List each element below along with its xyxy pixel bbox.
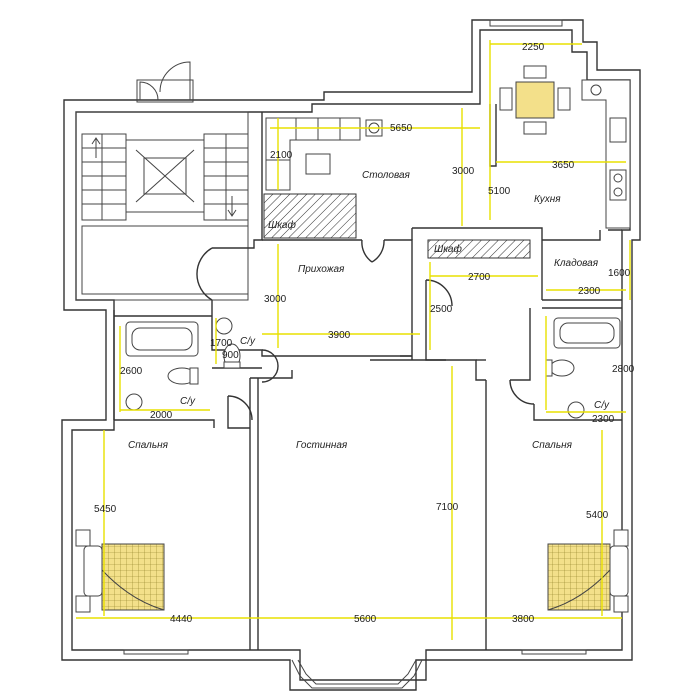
dimension-lines	[76, 40, 631, 640]
dining-sofa	[265, 117, 383, 191]
room-label-living: Гостинная	[296, 440, 348, 451]
entrance-door	[136, 61, 194, 103]
dimension-labels: 2250 5650 2100 3000 3650 5100 2700 1600 …	[94, 42, 635, 625]
room-label-wardrobe-left: Шкаф	[268, 219, 296, 231]
bathroom-right	[545, 317, 621, 419]
wardrobe-right	[427, 239, 531, 259]
room-label-dining: Столовая	[362, 170, 411, 181]
dim-2600: 2600	[120, 366, 143, 377]
dim-1600: 1600	[608, 268, 631, 279]
stair-elevator	[75, 111, 249, 301]
dim-3000-top: 3000	[452, 166, 475, 177]
kitchen-table	[499, 65, 571, 135]
bathroom-center	[215, 317, 241, 369]
dim-900: 900	[222, 350, 239, 361]
kitchen-counter	[581, 79, 631, 229]
room-label-bedroom-left: Спальня	[128, 440, 169, 451]
bed-right	[547, 529, 629, 613]
dim-2800: 2800	[612, 364, 635, 375]
dim-2500: 2500	[430, 304, 453, 315]
bay-window	[123, 19, 587, 689]
dim-5400: 5400	[586, 510, 609, 521]
bathroom-left	[125, 321, 199, 411]
dim-5100: 5100	[488, 186, 511, 197]
dim-3800: 3800	[512, 614, 535, 625]
dim-2100: 2100	[270, 150, 293, 161]
dim-2300-pantry: 2300	[578, 286, 601, 297]
room-label-wc-left: С/у	[180, 396, 196, 407]
room-label-wardrobe-right: Шкаф	[434, 243, 462, 255]
dim-7100: 7100	[436, 502, 459, 513]
room-label-wc-right: С/у	[594, 400, 610, 411]
room-label-pantry: Кладовая	[554, 258, 599, 269]
dim-4440: 4440	[170, 614, 193, 625]
room-labels: Столовая Кухня Прихожая Кладовая Гостинн…	[128, 170, 610, 451]
dim-3650: 3650	[552, 160, 575, 171]
dim-2700: 2700	[468, 272, 491, 283]
dim-5450: 5450	[94, 504, 117, 515]
dim-3000-hall: 3000	[264, 294, 287, 305]
room-label-wc-center: С/у	[240, 336, 256, 347]
dim-5650: 5650	[390, 123, 413, 134]
room-label-bedroom-right: Спальня	[532, 440, 573, 451]
wardrobe-left	[263, 193, 357, 239]
dim-2250: 2250	[522, 42, 545, 53]
interior-walls	[113, 104, 622, 650]
dim-2300-wc: 2300	[592, 414, 615, 425]
bed-left	[75, 529, 165, 613]
dim-1700: 1700	[210, 338, 233, 349]
dim-3900: 3900	[328, 330, 351, 341]
room-label-kitchen: Кухня	[534, 194, 561, 205]
dim-5600: 5600	[354, 614, 377, 625]
dim-2000: 2000	[150, 410, 173, 421]
room-label-hall: Прихожая	[298, 264, 345, 275]
